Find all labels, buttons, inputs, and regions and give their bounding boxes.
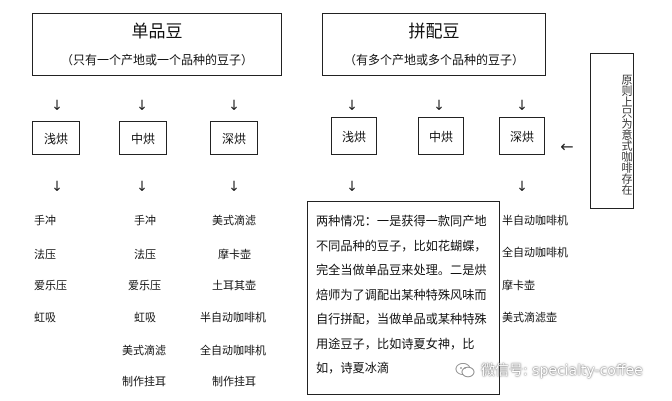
single-origin-subtitle: （只有一个产地或一个品种的豆子） — [60, 52, 253, 67]
single-origin-dark-roast-box: 深烘 — [210, 121, 258, 155]
arrow-left-icon: ← — [560, 137, 574, 156]
method-item: 半自动咖啡机 — [502, 214, 568, 227]
blend-medium-roast-box: 中烘 — [418, 117, 464, 155]
blend-light-roast-box: 浅烘 — [331, 117, 377, 155]
blend-subtitle: （有多个产地或多个品种的豆子） — [343, 52, 524, 67]
arrow-down-icon: ↓ — [51, 98, 63, 114]
method-item: 制作挂耳 — [212, 375, 256, 388]
single-origin-medium-roast-box: 中烘 — [119, 121, 167, 155]
method-item: 手冲 — [134, 214, 156, 227]
method-item: 全自动咖啡机 — [502, 246, 568, 259]
arrow-down-icon: ↓ — [136, 179, 148, 195]
method-item: 摩卡壶 — [218, 248, 251, 261]
watermark-text: 微信号: specialty-coffee — [481, 363, 643, 379]
method-item: 摩卡壶 — [502, 279, 535, 292]
method-item: 美式滴滤 — [122, 344, 166, 357]
method-item: 法压 — [34, 248, 56, 261]
method-item: 美式滴滤壶 — [502, 311, 557, 324]
espresso-only-note: 原则上只为意式咖啡存在 — [590, 53, 634, 209]
blend-title: 拼配豆 — [408, 21, 460, 42]
blend-title-box: 拼配豆 （有多个产地或多个品种的豆子） — [322, 13, 546, 76]
method-item: 半自动咖啡机 — [200, 311, 266, 324]
arrow-down-icon: ↓ — [516, 179, 528, 195]
wechat-icon — [455, 362, 475, 378]
arrow-down-icon: ↓ — [228, 98, 240, 114]
method-item: 全自动咖啡机 — [200, 344, 266, 357]
arrow-down-icon: ↓ — [346, 98, 358, 114]
method-item: 手冲 — [34, 214, 56, 227]
arrow-down-icon: ↓ — [228, 179, 240, 195]
single-origin-light-roast-box: 浅烘 — [32, 121, 80, 155]
single-origin-title: 单品豆 — [131, 21, 183, 42]
method-item: 土耳其壶 — [212, 279, 256, 292]
arrow-down-icon: ↓ — [51, 179, 63, 195]
blend-description-box: 两种情况：一是获得一款同产地不同品种的豆子，比如花蝴蝶，完全当做单品豆来处理。二… — [307, 201, 500, 395]
method-item: 美式滴滤 — [212, 214, 256, 227]
method-item: 爱乐压 — [128, 279, 161, 292]
method-item: 制作挂耳 — [122, 375, 166, 388]
single-origin-title-box: 单品豆 （只有一个产地或一个品种的豆子） — [32, 13, 282, 76]
arrow-down-icon: ↓ — [433, 98, 445, 114]
arrow-down-icon: ↓ — [136, 98, 148, 114]
wechat-watermark: 微信号: specialty-coffee — [455, 360, 643, 380]
method-item: 虹吸 — [34, 311, 56, 324]
arrow-down-icon: ↓ — [346, 179, 358, 195]
method-item: 法压 — [134, 248, 156, 261]
method-item: 爱乐压 — [34, 279, 67, 292]
arrow-down-icon: ↓ — [516, 98, 528, 114]
method-item: 虹吸 — [134, 311, 156, 324]
blend-dark-roast-box: 深烘 — [499, 117, 545, 155]
